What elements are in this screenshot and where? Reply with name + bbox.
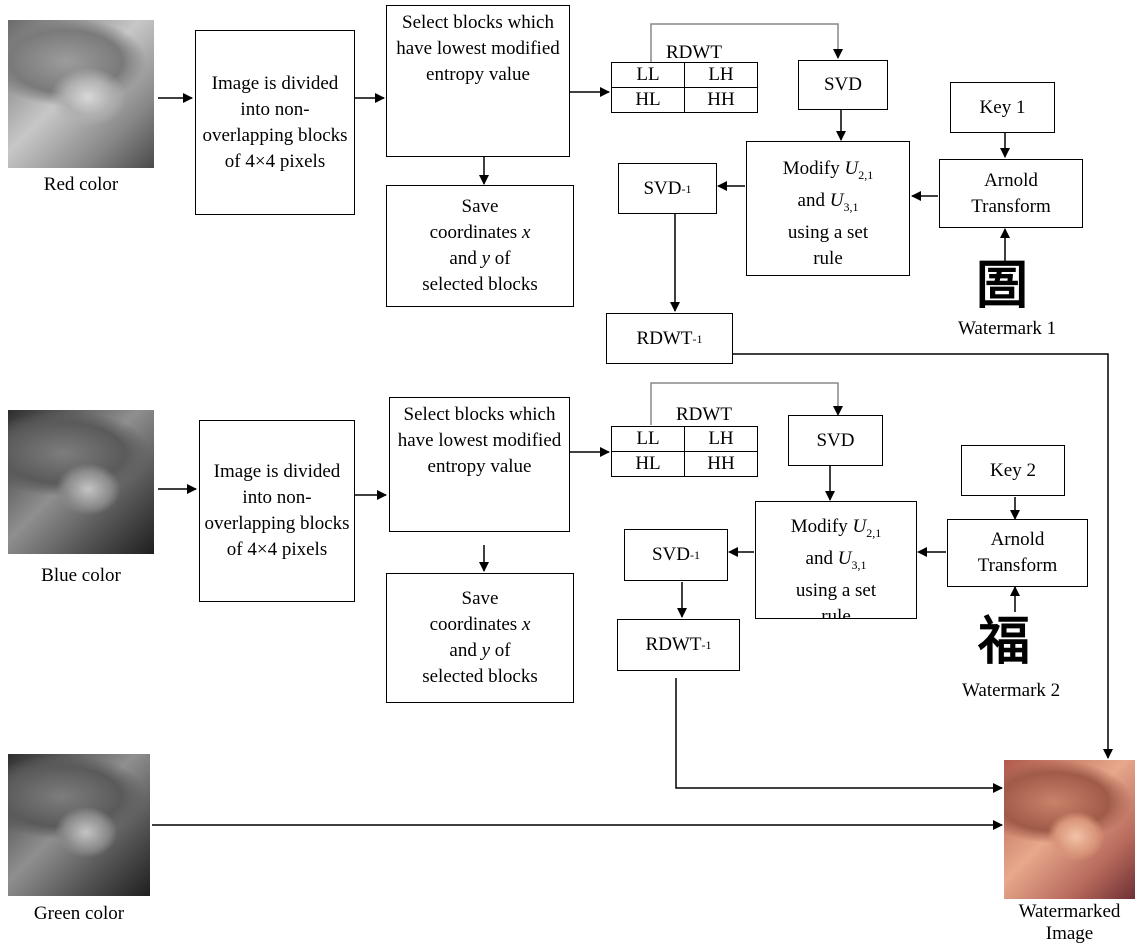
modify-line3: using a set: [787, 221, 869, 243]
rdwt-inv-text: RDWT: [636, 327, 693, 349]
blue-svd-box: SVD: [788, 415, 883, 466]
save-line5: selected blocks: [422, 666, 538, 687]
svd-inv-sup: -1: [690, 548, 700, 562]
save-x: x: [521, 614, 531, 635]
red-arnold-box: Arnold Transform: [939, 159, 1083, 228]
modify-line4: rule: [821, 605, 851, 619]
save-line1: Save: [461, 196, 499, 217]
save-line5: selected blocks: [422, 274, 538, 295]
blue-select-blocks-box: Select blocks which have lowest modified…: [389, 397, 570, 532]
modify-u2: U: [829, 189, 844, 211]
blue-rdwt-title: RDWT: [676, 404, 732, 425]
modify-u2: U: [837, 547, 852, 569]
red-select-blocks-box: Select blocks which have lowest modified…: [386, 5, 570, 157]
svd-inv-sup: -1: [681, 181, 692, 196]
save-y: y: [481, 640, 491, 661]
subband-ll: LL: [611, 62, 685, 88]
red-key-box: Key 1: [950, 82, 1055, 133]
save-line3: and: [449, 640, 482, 661]
modify-sub2: 3,1: [851, 557, 867, 572]
watermark-1-label: Watermark 1: [958, 318, 1057, 339]
red-svd-box: SVD: [798, 60, 888, 110]
rdwt-inv-text: RDWT: [645, 634, 702, 655]
save-x: x: [521, 222, 531, 243]
red-rdwt-title: RDWT: [666, 42, 722, 63]
modify-line2: and: [805, 547, 838, 569]
modify-sub2: 3,1: [843, 199, 859, 214]
save-line4: of: [490, 248, 511, 269]
output-label-line1: Watermarked: [1018, 901, 1121, 922]
modify-u1: U: [844, 158, 859, 179]
blue-key-box: Key 2: [961, 445, 1065, 496]
modify-line3: using a set: [795, 579, 877, 601]
red-svd-inverse-box: SVD-1: [618, 163, 717, 214]
red-rdwt-inverse-box: RDWT-1: [606, 313, 733, 364]
subband-hl: HL: [611, 451, 685, 477]
save-y: y: [481, 248, 491, 269]
watermarked-image: [1004, 760, 1135, 899]
svd-inv-text: SVD: [643, 177, 682, 199]
blue-divide-blocks-box: Image is divided into non-overlapping bl…: [199, 420, 355, 602]
blue-arnold-box: Arnold Transform: [947, 519, 1088, 587]
red-modify-box: Modify U2,1 and U3,1 using a set rule: [746, 141, 910, 276]
save-line1: Save: [461, 588, 499, 609]
red-color-label: Red color: [43, 174, 119, 195]
modify-u1: U: [852, 516, 867, 537]
save-line4: of: [490, 640, 511, 661]
subband-hl: HL: [611, 87, 685, 113]
blue-modify-box: Modify U2,1 and U3,1 using a set rule: [755, 501, 917, 619]
modify-line2: and: [797, 189, 830, 211]
modify-line1: Modify: [782, 158, 845, 179]
watermark-2-label: Watermark 2: [962, 680, 1061, 701]
modify-sub1: 2,1: [858, 167, 874, 182]
red-save-coordinates-box: Save coordinates x and y of selected blo…: [386, 185, 574, 307]
subband-hh: HH: [684, 451, 758, 477]
watermarked-image-label: Watermarked Image: [1004, 901, 1135, 945]
subband-lh: LH: [684, 62, 758, 88]
red-channel-image: [8, 20, 154, 168]
save-line2: coordinates: [429, 614, 522, 635]
rdwt-inv-sup: -1: [701, 638, 712, 652]
save-line3: and: [449, 248, 482, 269]
modify-line4: rule: [813, 247, 843, 269]
modify-sub1: 2,1: [866, 525, 882, 540]
subband-ll: LL: [611, 426, 685, 452]
svd-inv-text: SVD: [651, 544, 690, 565]
rdwt-inv-sup: -1: [692, 331, 703, 346]
blue-rdwt-inverse-box: RDWT-1: [617, 619, 740, 671]
watermark-1-glyph: 圄: [976, 256, 1029, 316]
green-channel-image: [8, 754, 150, 896]
blue-save-coordinates-box: Save coordinates x and y of selected blo…: [386, 573, 574, 703]
modify-line1: Modify: [790, 516, 853, 537]
save-line2: coordinates: [429, 222, 522, 243]
subband-lh: LH: [684, 426, 758, 452]
blue-svd-inverse-box: SVD-1: [624, 529, 728, 581]
subband-hh: HH: [684, 87, 758, 113]
green-color-label: Green color: [33, 903, 125, 924]
blue-channel-image: [8, 410, 154, 554]
watermark-2-glyph: 福: [978, 612, 1031, 672]
output-label-line2: Image: [1045, 923, 1094, 944]
blue-color-label: Blue color: [41, 565, 121, 586]
red-divide-blocks-box: Image is divided into non-overlapping bl…: [195, 30, 355, 215]
